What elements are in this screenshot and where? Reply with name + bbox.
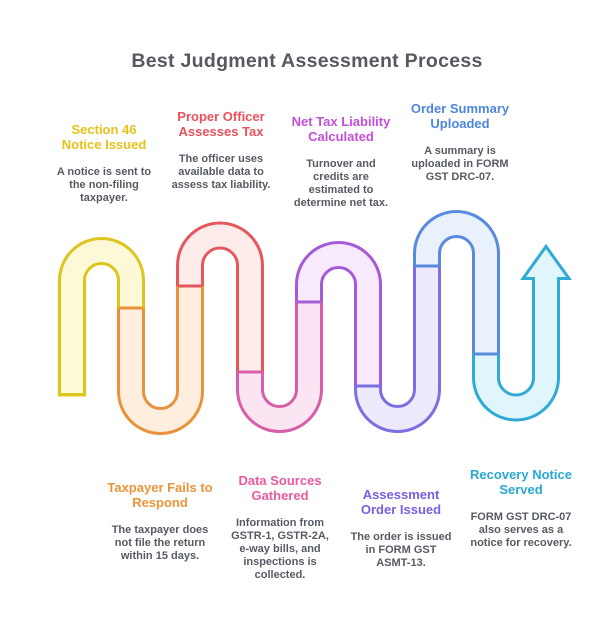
tube-segment-2-fill [120,286,201,432]
stage-heading: Taxpayer Fails to Respond [107,480,213,510]
stage-description: The taxpayer does not file the return wi… [111,524,209,562]
stage-assessment-order-issued: Assessment Order Issued The order is iss… [336,487,466,570]
stage-order-summary-uploaded: Order Summary Uploaded A summary is uplo… [395,101,525,184]
stage-heading: Net Tax Liability Calculated [291,114,391,144]
stage-net-tax-liability-calculated: Net Tax Liability Calculated Turnover an… [276,114,406,210]
tube-segment-7-fill [416,213,497,354]
stage-heading: Data Sources Gathered [238,473,322,503]
stage-heading: Proper Officer Assesses Tax [177,109,265,139]
stage-heading: Assessment Order Issued [360,487,442,517]
page-title: Best Judgment Assessment Process [131,50,483,72]
stage-description: Turnover and credits are estimated to de… [293,158,389,209]
stage-section-46-notice-issued: Section 46 Notice Issued A notice is sen… [39,122,169,205]
stage-description: Information from GSTR-1, GSTR-2A, e-way … [231,517,329,581]
tube-segment-1-fill [61,240,142,393]
stage-data-sources-gathered: Data Sources Gathered Information from G… [215,473,345,582]
stage-heading: Order Summary Uploaded [410,101,510,131]
tube-segment-3-fill [179,224,261,372]
stage-heading: Recovery Notice Served [470,467,572,497]
arrow-shaft-joint [535,270,557,281]
stage-description: The order is issued in FORM GST ASMT-13. [350,531,452,569]
stage-proper-officer-assesses-tax: Proper Officer Assesses Tax The officer … [156,109,286,192]
stage-description: FORM GST DRC-07 also serves as a notice … [470,511,572,549]
tube-segment-5-fill [298,244,379,386]
stage-description: A notice is sent to the non-filing taxpa… [56,166,152,204]
stage-description: A summary is uploaded in FORM GST DRC-07… [411,145,509,183]
tube-segment-8-fill [475,277,557,419]
stage-heading: Section 46 Notice Issued [61,122,147,152]
tube-segment-4-fill [239,302,320,430]
tube-segment-6-fill [357,266,438,430]
stage-description: The officer uses available data to asses… [171,153,271,191]
stage-recovery-notice-served: Recovery Notice Served FORM GST DRC-07 a… [456,467,586,550]
stage-taxpayer-fails-to-respond: Taxpayer Fails to Respond The taxpayer d… [95,480,225,563]
